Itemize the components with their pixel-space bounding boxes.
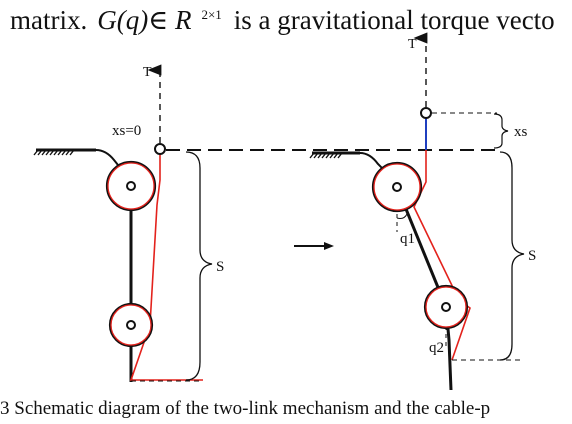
cable-end-point-right bbox=[420, 107, 432, 119]
ground-hatch-left bbox=[33, 148, 123, 171]
brace-S-left bbox=[185, 151, 213, 381]
label-xs-zero: xs=0 bbox=[112, 123, 141, 139]
cable-right bbox=[413, 150, 471, 361]
left-diagram: T xs=0 S bbox=[33, 64, 498, 382]
angle-arc-q1 bbox=[396, 213, 408, 219]
label-xs: xs bbox=[514, 124, 528, 140]
right-diagram: T xs S q1 q2 bbox=[309, 32, 536, 391]
pulley-lower-left bbox=[108, 302, 154, 348]
label-S-right: S bbox=[528, 248, 536, 264]
body-expression: G(q)∈ R bbox=[97, 5, 192, 35]
pulley-upper-right bbox=[371, 161, 423, 213]
label-q2: q2 bbox=[429, 340, 444, 356]
body-rest: is a gravitational torque vecto bbox=[233, 5, 555, 35]
ground-hatch-right bbox=[309, 151, 387, 173]
cable-end-point-left bbox=[154, 143, 166, 155]
body-superscript: 2×1 bbox=[201, 7, 222, 22]
label-T-right: T bbox=[408, 37, 417, 52]
figure-caption: 3 Schematic diagram of the two-link mech… bbox=[0, 398, 491, 419]
brace-S-right bbox=[499, 151, 525, 361]
transition-arrow bbox=[294, 242, 334, 250]
label-S-left: S bbox=[216, 259, 224, 275]
label-T-left: T bbox=[143, 65, 152, 80]
cable-left bbox=[129, 150, 203, 381]
label-q1: q1 bbox=[400, 231, 415, 247]
pulley-upper-left bbox=[105, 160, 157, 212]
paper-body-text: matrix. G(q)∈ R 2×1 is a gravitational torq… bbox=[0, 0, 572, 40]
pulley-lower-right bbox=[423, 284, 469, 330]
body-word-matrix: matrix. bbox=[10, 5, 88, 35]
brace-xs bbox=[493, 113, 509, 149]
